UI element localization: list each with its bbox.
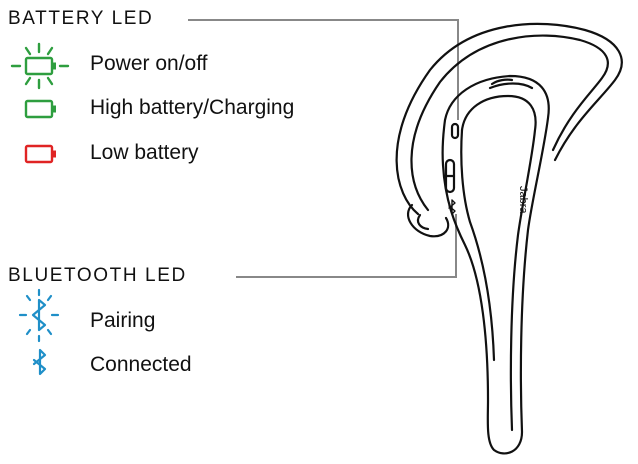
bluetooth-blinking-icon: [18, 288, 60, 343]
battery-led-leader-line: [188, 19, 459, 120]
bluetooth-led-leader-line: [236, 214, 457, 278]
headset-brand: Jabra: [517, 186, 529, 214]
battery-blinking-icon: [10, 42, 70, 90]
legend-label-connected: Connected: [90, 353, 192, 376]
headset-illustration: [395, 22, 623, 455]
legend-label-pairing: Pairing: [90, 309, 156, 332]
legend-label-power: Power on/off: [90, 52, 208, 75]
bluetooth-icon: [32, 348, 47, 376]
legend-label-high-battery: High battery/Charging: [90, 96, 295, 119]
low-battery-icon: [24, 144, 56, 164]
bluetooth-led-heading: BLUETOOTH LED: [8, 265, 187, 286]
battery-led-slot: [450, 122, 460, 140]
legend-label-low-battery: Low battery: [90, 141, 199, 164]
headset-body: [441, 74, 550, 455]
bluetooth-led-mark: [448, 199, 456, 215]
battery-icon: [24, 99, 56, 119]
battery-led-heading: BATTERY LED: [8, 8, 154, 29]
ear-hook: [395, 22, 623, 216]
